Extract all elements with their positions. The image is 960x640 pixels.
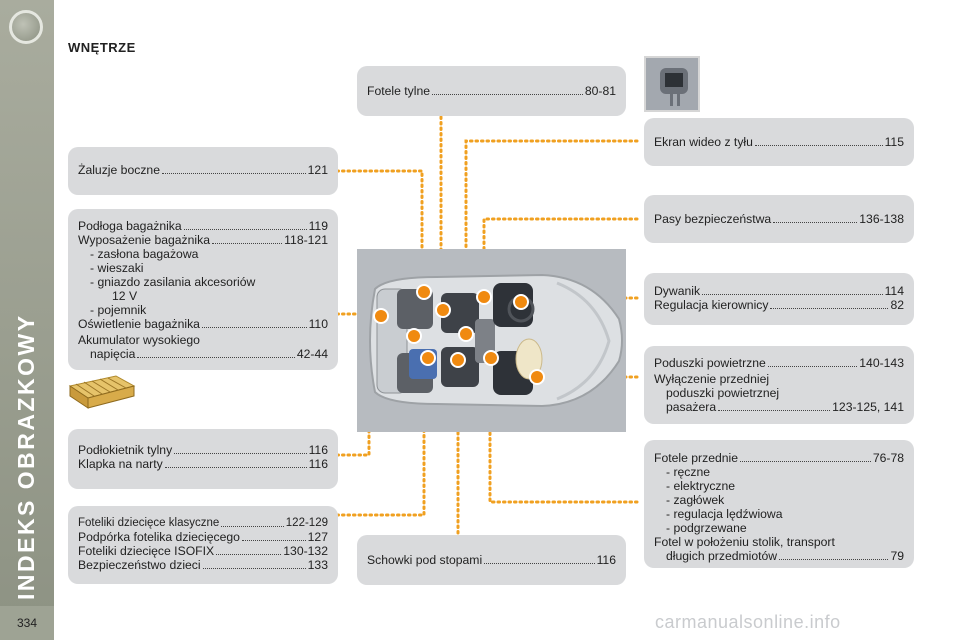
marker-fotele-przednie bbox=[483, 350, 499, 366]
marker-podlokietnik bbox=[406, 328, 422, 344]
marker-bagaz bbox=[373, 308, 389, 324]
sub-item: - podgrzewane bbox=[666, 521, 747, 535]
akumulator-line: Akumulator wysokiego bbox=[78, 333, 200, 347]
sub-item: - zasłona bagażowa bbox=[90, 247, 199, 261]
page-number: 334 bbox=[0, 606, 54, 640]
marker-foteliki bbox=[420, 350, 436, 366]
poduszki-line: poduszki powietrznej bbox=[666, 386, 780, 400]
watermark-footer: carmanualsonline.info bbox=[655, 612, 841, 632]
marker-ekran bbox=[458, 326, 474, 342]
marker-poduszki bbox=[529, 369, 545, 385]
marker-schowki bbox=[450, 352, 466, 368]
logo-ring-icon bbox=[9, 10, 43, 44]
marker-fotele-tylne bbox=[435, 302, 451, 318]
sub-item: - gniazdo zasilania akcesoriów bbox=[90, 275, 256, 289]
fotel-stolik-line: Fotel w położeniu stolik, transport bbox=[654, 535, 835, 549]
sub-item: - pojemnik bbox=[90, 303, 147, 317]
headrest-screen-icon bbox=[646, 58, 698, 110]
sub-item: - wieszaki bbox=[90, 261, 144, 275]
car-interior-illustration bbox=[357, 249, 626, 432]
sub-item: - regulacja lędźwiowa bbox=[666, 507, 783, 521]
marker-zaluzje bbox=[416, 284, 432, 300]
sub-item-cont: 12 V bbox=[112, 289, 138, 303]
video-screen-thumbnail bbox=[644, 56, 700, 112]
poduszki-line: Wyłączenie przedniej bbox=[654, 372, 770, 386]
marker-pasy bbox=[476, 289, 492, 305]
section-heading: WNĘTRZE bbox=[68, 40, 136, 55]
marker-dywanik bbox=[513, 294, 529, 310]
sub-item: - zagłówek bbox=[666, 493, 725, 507]
sidebar: INDEKS OBRAZKOWY bbox=[0, 0, 54, 640]
sub-item: - elektryczne bbox=[666, 479, 736, 493]
sub-item: - ręczne bbox=[666, 465, 711, 479]
battery-pack-icon bbox=[66, 372, 138, 412]
